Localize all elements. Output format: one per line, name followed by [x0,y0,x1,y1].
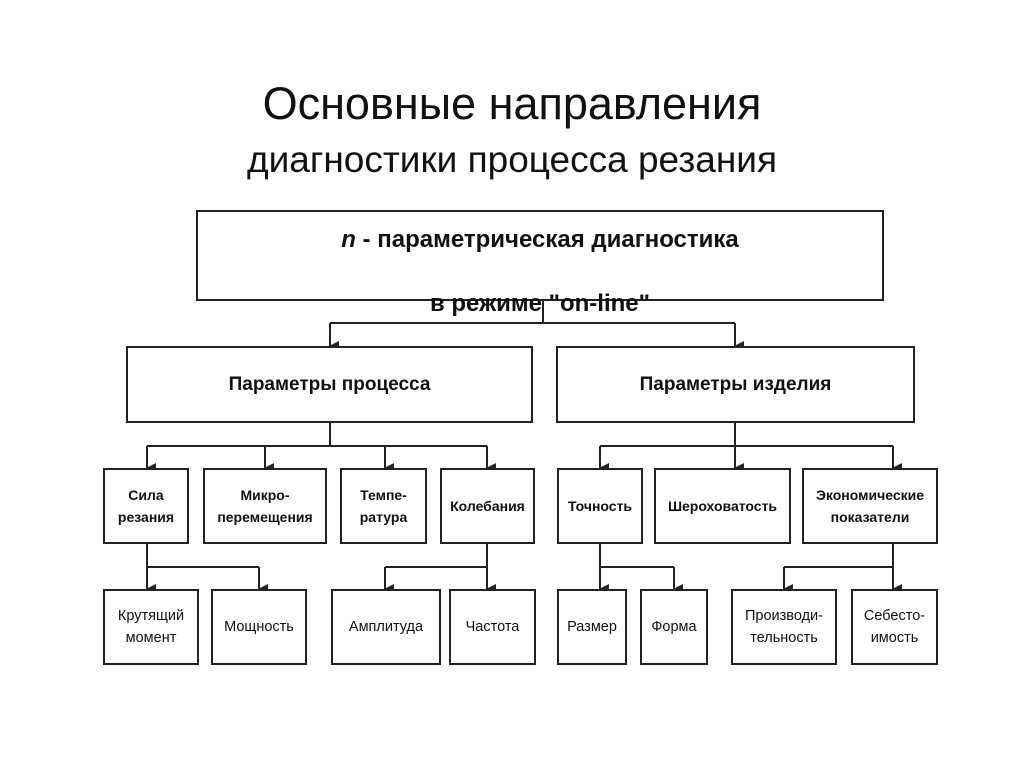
level4-label: Частота [465,619,520,635]
level4-label: Размер [567,619,617,635]
level2-box-product: Параметры изделия [556,346,915,423]
title-line-1: Основные направления [262,78,762,129]
level4-box: Мощность [211,589,307,665]
root-line-2: в режиме "on-line" [429,289,651,317]
root-line-1: - параметрическая диагностика [355,225,739,253]
level4-label: Крутящий момент [117,608,185,646]
level3-box: Темпе- ратура [340,468,427,544]
level4-label: Производи- тельность [745,608,823,646]
level3-label: Микро- перемещения [217,487,313,525]
level4-box: Частота [449,589,536,665]
level3-label: Шероховатость [667,498,778,514]
level4-box: Крутящий момент [103,589,199,665]
level4-label: Себесто- имость [863,608,926,646]
level4-box: Себесто- имость [851,589,938,665]
root-box: n - параметрическая диагностика в режиме… [196,210,884,317]
level4-label: Амплитуда [348,619,424,635]
level4-box: Форма [640,589,708,665]
level4-box: Размер [557,589,627,665]
level3-label: Сила резания [117,487,175,525]
level3-box: Шероховатость [654,468,791,544]
level4-box: Производи- тельность [731,589,837,665]
level2-box-process: Параметры процесса [126,346,533,423]
level3-label: Колебания [450,498,525,514]
level3-box: Экономические показатели [802,468,938,544]
level3-box: Колебания [440,468,535,544]
level3-label: Темпе- ратура [359,487,408,525]
level3-label: Экономические показатели [815,487,925,525]
level2-label: Параметры процесса [228,373,431,395]
level3-box: Точность [557,468,643,544]
level2-label: Параметры изделия [639,373,832,395]
level4-label: Форма [651,619,697,635]
level4-label: Мощность [224,619,294,635]
root-prefix: n [341,225,356,253]
title-line-2: диагностики процесса резания [246,139,777,180]
level4-box: Амплитуда [331,589,441,665]
level3-box: Микро- перемещения [203,468,327,544]
level3-box: Сила резания [103,468,189,544]
level3-label: Точность [567,498,633,514]
